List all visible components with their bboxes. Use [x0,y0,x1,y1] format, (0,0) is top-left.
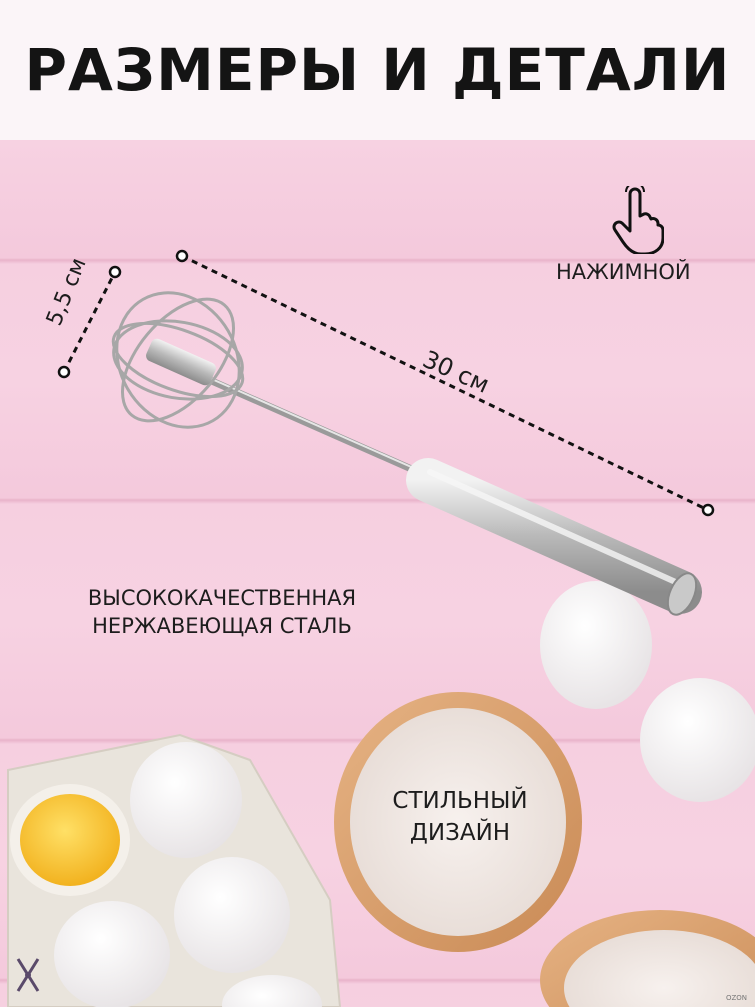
length-dimension-line [175,249,715,517]
header: РАЗМЕРЫ И ДЕТАЛИ [0,0,755,140]
brand-logo-icon [16,958,40,992]
design-line-2: ДИЗАЙН [409,820,511,846]
egg [640,678,755,802]
design-label: СТИЛЬНЫЙ ДИЗАЙН [380,785,540,849]
press-label: НАЖИМНОЙ [556,260,691,284]
watermark: OZON [725,994,747,1002]
pointing-hand-icon [612,186,664,254]
flour [350,708,566,936]
flour [564,930,755,1007]
material-label: ВЫСОКОКАЧЕСТВЕННАЯ НЕРЖАВЕЮЩАЯ СТАЛЬ [52,584,392,640]
material-line-1: ВЫСОКОКАЧЕСТВЕННАЯ [87,586,357,610]
egg [222,975,322,1007]
egg [54,901,170,1007]
material-line-2: НЕРЖАВЕЮЩАЯ СТАЛЬ [92,614,352,638]
egg [174,857,290,973]
whisk [111,291,702,616]
egg-yolk [20,794,120,886]
width-dimension-line [57,265,122,379]
egg [540,581,652,709]
egg [130,742,242,858]
design-line-1: СТИЛЬНЫЙ [392,788,528,814]
page-title: РАЗМЕРЫ И ДЕТАЛИ [24,36,731,104]
